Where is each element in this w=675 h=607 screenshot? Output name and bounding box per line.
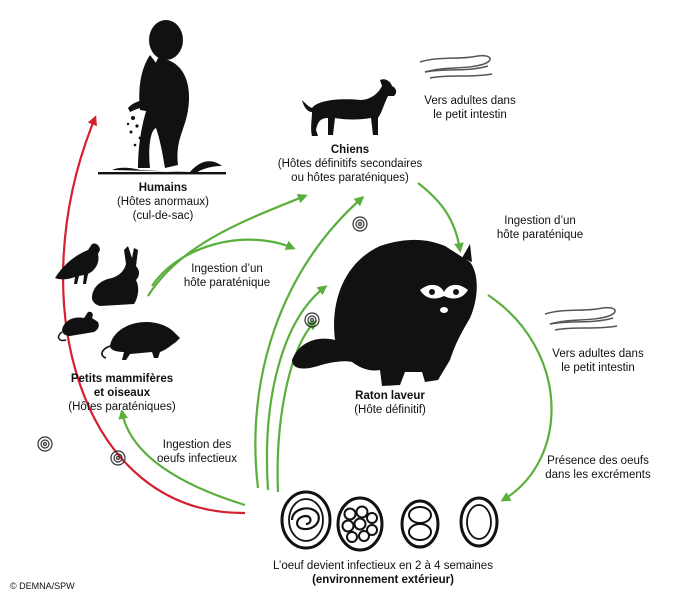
ingest-eggs-label: Ingestion des oeufs infectieux [147,438,247,466]
ingest-host-left-line2: hôte paraténique [183,277,271,289]
raccoon-worms-label: Vers adultes dans le petit intestin [538,347,658,375]
credit-text: © DEMNA/SPW [10,581,75,591]
egg-stage-infectious [280,490,332,550]
ingest-host-right-line1: Ingestion d’un [504,215,576,227]
raccoon-worms-line2: le petit intestin [561,362,635,374]
egg-environment-text: (environnement extérieur) [312,574,454,586]
small-mammals-role: (Hôtes paraténiques) [68,401,176,413]
raccoon-worms-line1: Vers adultes dans [552,348,644,360]
ingest-host-left-label: Ingestion d’un hôte paraténique [172,262,282,290]
raccoon-silhouette [292,239,477,386]
ingest-host-right-label: Ingestion d’un hôte paraténique [485,214,595,242]
arrow-eggs-to-humans [61,115,246,515]
arrow-eggs-to-raccoon-high [265,285,328,491]
dog-silhouette [302,79,397,136]
rabbit-silhouette [92,246,139,306]
eggs-feces-line1: Présence des oeufs [547,455,649,467]
small-mammals-name2: et oiseaux [93,387,151,399]
arrow-eggs-to-raccoon-low [276,319,318,493]
worms-icon [544,306,618,331]
dogs-worms-label: Vers adultes dans le petit intestin [410,94,530,122]
humans-name: Humains [138,182,188,194]
small-mammals-label: Petits mammifères et oiseaux (Hôtes para… [57,372,187,414]
dogs-role-2: ou hôtes paraténiques) [291,172,409,184]
arrow-raccoon-to-eggs [487,294,553,502]
mouse-silhouette [57,311,99,342]
egg-icon [110,450,126,466]
arrow-dogs-to-raccoon [417,182,464,253]
ingest-host-left-line1: Ingestion d’un [191,263,263,275]
egg-label: L’oeuf devient infectieux en 2 à 4 semai… [248,559,518,587]
raccoon-role: (Hôte définitif) [354,404,426,416]
egg-icon [304,312,320,328]
egg-stage-two-cell [400,499,440,549]
humans-note: (cul-de-sac) [132,210,194,222]
dogs-label: Chiens (Hôtes définitifs secondaires ou … [260,143,440,185]
arrow-small-mammals-to-raccoon [151,238,296,287]
raccoon-name: Raton laveur [355,390,425,402]
rat-silhouette [101,322,180,360]
egg-development-text: L’oeuf devient infectieux en 2 à 4 semai… [273,560,493,572]
humans-label: Humains (Hôtes anormaux) (cul-de-sac) [108,181,218,223]
ingest-eggs-line2: oeufs infectieux [157,453,237,465]
arrow-eggs-to-dogs [254,196,365,489]
dogs-role-1: (Hôtes définitifs secondaires [277,158,423,170]
ingest-host-right-line2: hôte paraténique [496,229,584,241]
eggs-feces-line2: dans les excréments [545,469,651,481]
egg-icon [352,216,368,232]
egg-icon [37,436,53,452]
dogs-worms-line1: Vers adultes dans [424,95,516,107]
child-silhouette [98,20,226,175]
egg-stage-morula [336,496,384,552]
small-mammals-name1: Petits mammifères [70,373,174,385]
egg-stage-unembryonated [459,496,499,548]
crow-silhouette [55,243,100,284]
worms-icon [419,54,493,79]
arrow-small-mammals-to-dogs [147,193,308,297]
raccoon-label: Raton laveur (Hôte définitif) [335,389,445,417]
eggs-feces-label: Présence des oeufs dans les excréments [533,454,663,482]
dogs-name: Chiens [330,144,370,156]
dogs-worms-line2: le petit intestin [433,109,507,121]
ingest-eggs-line1: Ingestion des [162,439,232,451]
humans-role: (Hôtes anormaux) [116,196,210,208]
arrow-eggs-to-small-mammals [118,409,246,507]
